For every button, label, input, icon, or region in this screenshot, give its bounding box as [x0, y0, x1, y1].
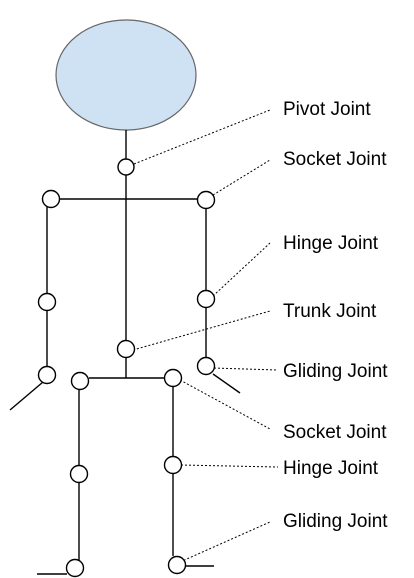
right-hand — [212, 373, 241, 394]
left-elbow-joint-marker — [37, 292, 57, 312]
label-hinge-joint-knee: Hinge Joint — [283, 458, 379, 479]
leader-pivot — [133, 109, 271, 165]
leader-trunk — [132, 310, 271, 351]
left-hand — [9, 381, 44, 411]
right-ankle-joint-marker — [167, 555, 187, 575]
right-shoulder-joint-marker — [196, 190, 216, 210]
right-elbow-joint-marker — [196, 289, 216, 309]
leader-hinge-knee — [180, 464, 279, 468]
pivot-joint-marker — [117, 158, 135, 176]
leader-hinge-elbow — [212, 242, 271, 297]
right-knee-joint-marker — [163, 455, 183, 475]
joints — [37, 158, 216, 578]
label-socket-joint-hip: Socket Joint — [283, 422, 387, 443]
joint-labels: Pivot Joint Socket Joint Hinge Joint Tru… — [283, 99, 388, 532]
head — [55, 19, 197, 131]
leader-gliding-ankle — [179, 521, 271, 563]
trunk-joint-marker — [116, 339, 136, 359]
right-wrist-joint-marker — [196, 356, 216, 376]
left-wrist-joint-marker — [37, 365, 57, 385]
left-ankle-joint-marker — [65, 558, 85, 578]
label-gliding-joint-wrist: Gliding Joint — [283, 361, 388, 382]
right-hip-joint-marker — [163, 368, 183, 388]
leader-socket-shoulder — [212, 159, 271, 196]
label-pivot-joint: Pivot Joint — [283, 99, 371, 120]
label-socket-joint-shoulder: Socket Joint — [283, 149, 387, 170]
left-knee-joint-marker — [69, 464, 89, 484]
left-shoulder-joint-marker — [41, 189, 61, 209]
label-trunk-joint: Trunk Joint — [283, 301, 377, 322]
leader-lines — [132, 109, 279, 563]
skeleton — [9, 130, 241, 575]
label-gliding-joint-ankle: Gliding Joint — [283, 511, 388, 532]
label-hinge-joint-elbow: Hinge Joint — [283, 233, 379, 254]
leader-socket-hip — [179, 379, 271, 430]
leader-gliding-wrist — [213, 367, 277, 371]
left-hip-joint-marker — [70, 371, 90, 391]
